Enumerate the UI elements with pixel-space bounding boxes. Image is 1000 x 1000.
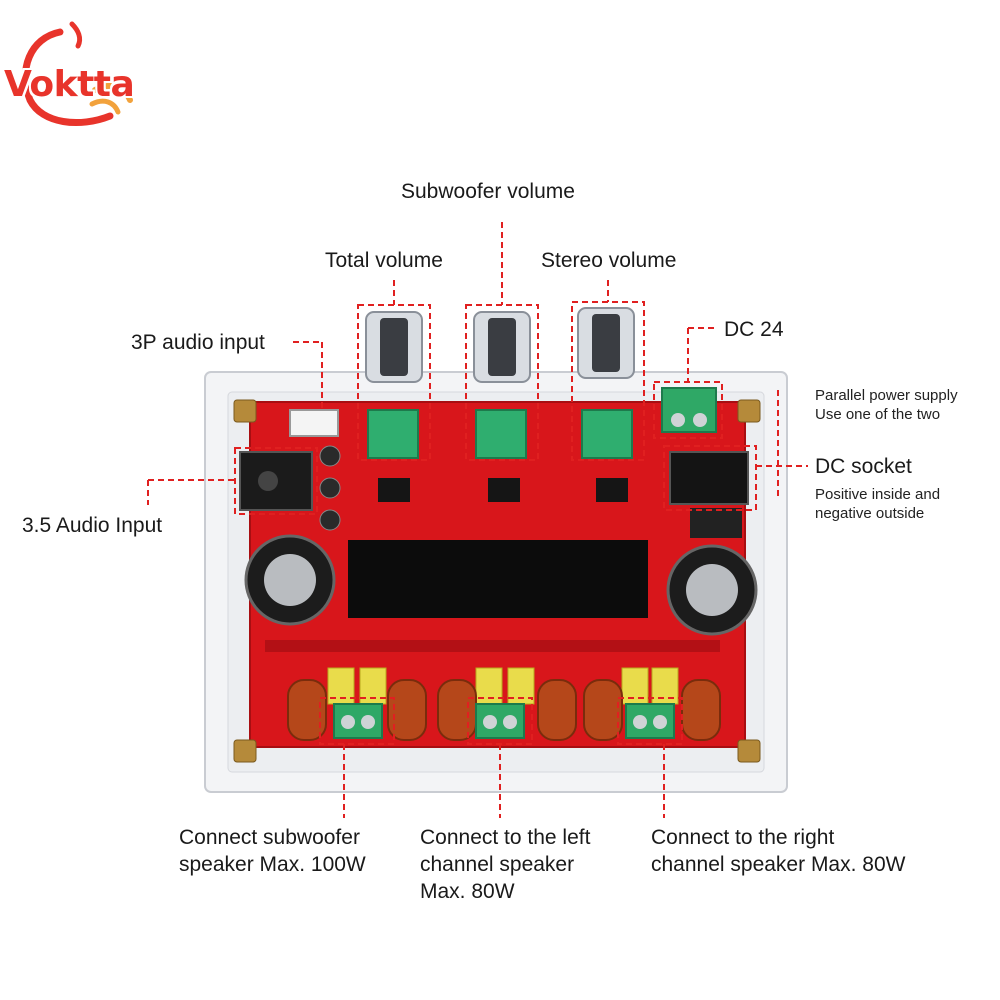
knob-stereo-volume — [577, 307, 635, 459]
knob-total-volume — [365, 311, 423, 459]
label-total-volume: Total volume — [325, 249, 443, 272]
label-35-audio-input: 3.5 Audio Input — [22, 514, 163, 537]
label-right-out-line2: channel speaker Max. 80W — [651, 853, 906, 876]
label-subwoofer-volume: Subwoofer volume — [401, 180, 575, 203]
label-left-out-line2: channel speaker — [420, 853, 575, 876]
label-dc24: DC 24 — [724, 318, 784, 341]
brand-logo: Voktta — [0, 20, 180, 130]
callout-box-dc-socket — [663, 445, 757, 511]
connector-3p — [289, 409, 339, 437]
callouts — [147, 222, 808, 818]
label-3p-audio-input: 3P audio input — [131, 331, 265, 354]
label-left-out-line1: Connect to the left — [420, 826, 591, 849]
label-parallel-line2: Use one of the two — [815, 406, 941, 423]
standoffs — [233, 399, 761, 763]
heatsink-strip — [348, 540, 648, 618]
label-dc-socket: DC socket — [815, 455, 912, 478]
label-sub-out-line2: speaker Max. 100W — [179, 853, 366, 876]
callout-box-35 — [234, 447, 318, 515]
label-stereo-volume: Stereo volume — [541, 249, 677, 272]
dc-socket — [669, 451, 749, 505]
label-dc-socket-note2: negative outside — [815, 505, 925, 522]
label-dc-socket-note1: Positive inside and — [815, 486, 941, 503]
logo-swirl-icon — [22, 21, 133, 126]
callout-box-out-right — [617, 697, 683, 745]
label-parallel-line1: Parallel power supply — [815, 387, 958, 404]
knob-subwoofer-volume — [473, 311, 531, 459]
label-sub-out-line1: Connect subwoofer — [179, 826, 360, 849]
brand-name: Voktta — [4, 64, 135, 105]
terminal-dc24 — [661, 387, 717, 433]
label-right-out-line1: Connect to the right — [651, 826, 835, 849]
label-left-out-line3: Max. 80W — [420, 880, 515, 903]
